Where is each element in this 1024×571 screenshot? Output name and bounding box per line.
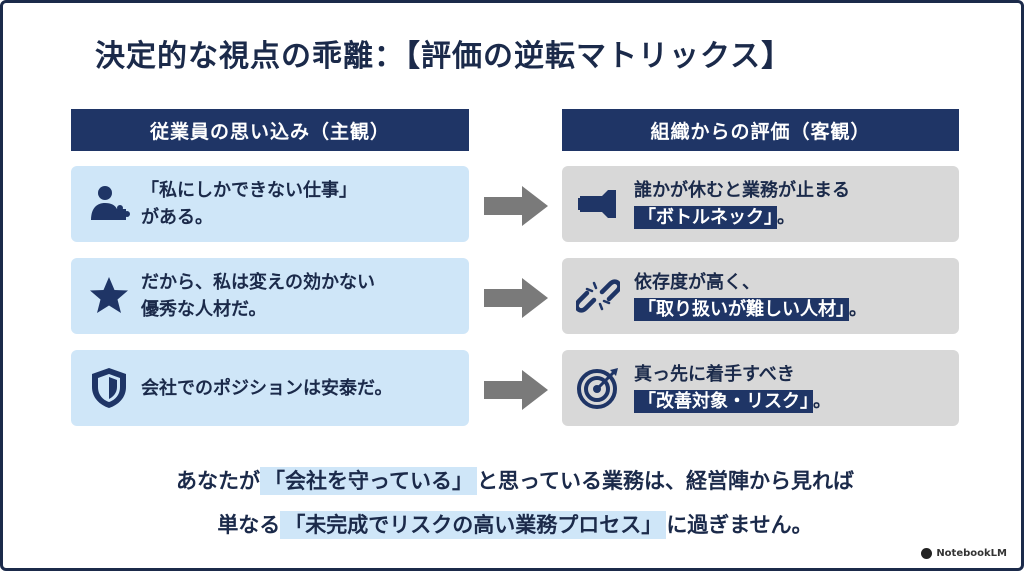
page-title: 決定的な視点の乖離：【評価の逆転マトリックス】 — [95, 39, 793, 74]
conclusion-text: と思っている業務は、経営陣から見れば — [477, 469, 854, 493]
belief-card-3: 会社でのポジションは安泰だ。 — [71, 350, 469, 426]
brand-watermark: NotebookLM — [921, 548, 1007, 559]
bottleneck-icon — [576, 182, 620, 226]
right-arrow-icon — [484, 186, 548, 226]
conclusion-line-1: あなたが「会社を守っている」と思っている業務は、経営陣から見れば — [3, 465, 1024, 495]
belief-card-2: だから、私は変えの効かない 優秀な人材だ。 — [71, 258, 469, 334]
broken-link-icon — [576, 274, 620, 318]
shield-icon — [87, 366, 131, 410]
evaluation-suffix: 。 — [849, 299, 867, 320]
evaluation-card-1: 誰かが休むと業務が止まる 「ボトルネック」。 — [562, 166, 959, 242]
evaluation-text-line: 誰かが休むと業務が止まる — [634, 180, 850, 201]
belief-text-line: 会社でのポジションは安泰だ。 — [141, 377, 393, 399]
belief-text-line: がある。 — [141, 207, 213, 228]
conclusion-highlight: 「会社を守っている」 — [260, 467, 477, 495]
evaluation-card-2: 依存度が高く、 「取り扱いが難しい人材」。 — [562, 258, 959, 334]
belief-text-line: 優秀な人材だ。 — [141, 299, 267, 320]
column-header-objective: 組織からの評価（客観） — [562, 109, 959, 151]
conclusion-text: 単なる — [217, 513, 281, 537]
evaluation-suffix: 。 — [777, 207, 795, 228]
evaluation-suffix: 。 — [813, 391, 831, 412]
conclusion-line-2: 単なる「未完成でリスクの高い業務プロセス」に過ぎません。 — [3, 509, 1024, 539]
person-puzzle-icon — [87, 182, 131, 226]
right-arrow-icon — [484, 278, 548, 318]
target-icon — [576, 366, 620, 410]
brand-name: NotebookLM — [936, 548, 1007, 559]
evaluation-highlight: 「改善対象・リスク」 — [634, 390, 813, 413]
evaluation-text-line: 真っ先に着手すべき — [634, 364, 795, 385]
evaluation-text-line: 依存度が高く、 — [634, 272, 760, 293]
conclusion-text: あなたが — [176, 469, 261, 493]
belief-text-line: だから、私は変えの効かない — [141, 272, 375, 293]
evaluation-highlight: 「ボトルネック」 — [634, 206, 777, 229]
notebooklm-logo-icon — [921, 548, 933, 559]
belief-card-1: 「私にしかできない仕事」 がある。 — [71, 166, 469, 242]
belief-text-line: 「私にしかできない仕事」 — [141, 180, 357, 201]
right-arrow-icon — [484, 370, 548, 410]
evaluation-card-3: 真っ先に着手すべき 「改善対象・リスク」。 — [562, 350, 959, 426]
column-header-subjective: 従業員の思い込み（主観） — [71, 109, 469, 151]
star-icon — [87, 274, 131, 318]
conclusion-highlight: 「未完成でリスクの高い業務プロセス」 — [280, 511, 667, 539]
conclusion-text: に過ぎません。 — [666, 513, 813, 537]
evaluation-highlight: 「取り扱いが難しい人材」 — [634, 298, 849, 321]
